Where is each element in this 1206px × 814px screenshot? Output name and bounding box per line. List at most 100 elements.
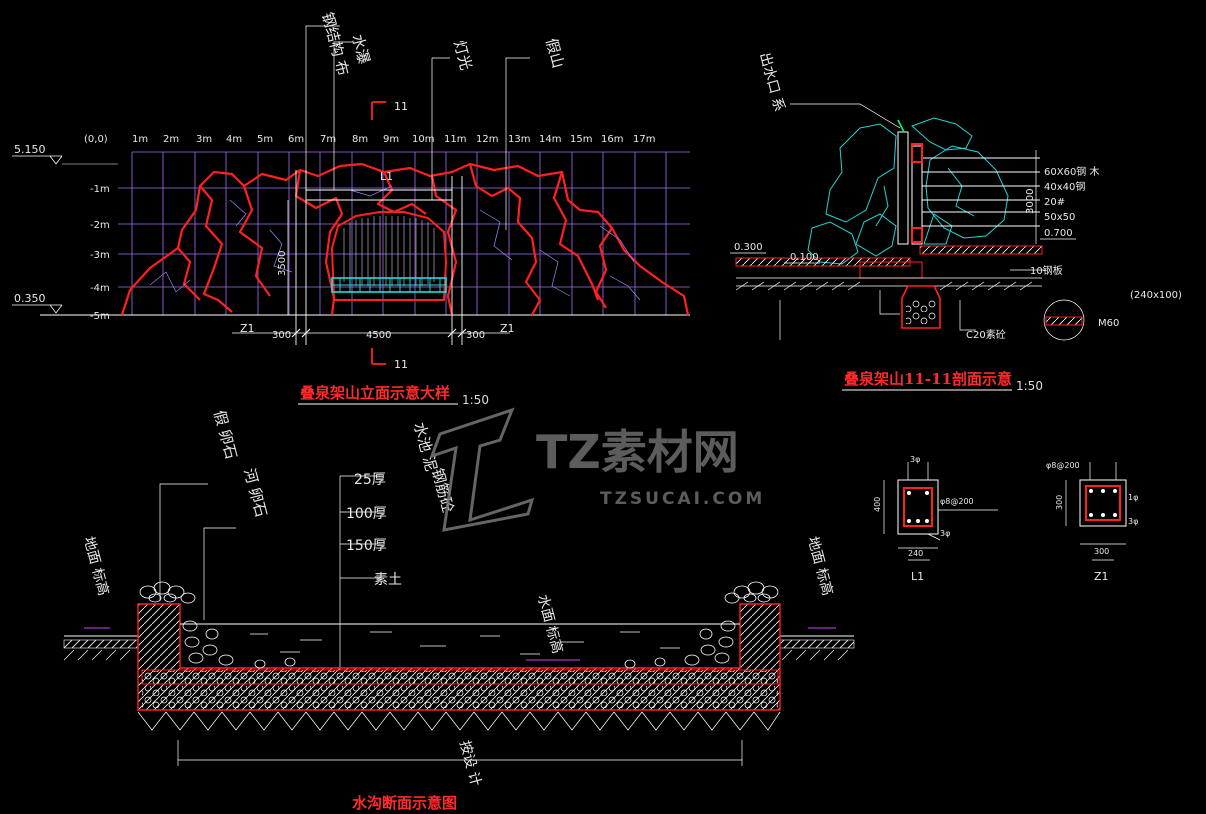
height-dim-label: 3500 — [277, 251, 288, 276]
column-height: 300 — [1055, 495, 1064, 510]
section-level-right: 0.700 — [1044, 228, 1073, 239]
x-tick: 12m — [476, 134, 498, 145]
section-mark-bottom-label: 11 — [394, 358, 408, 371]
ditch-right-level-label: 地面 标高 — [804, 535, 836, 598]
waterfall-opening — [330, 211, 448, 301]
member-label: 60X60钢 木 — [1044, 165, 1099, 178]
ditch-left-level-label: 地面 标高 — [80, 535, 112, 598]
column-lines — [295, 170, 463, 345]
member-label: 40x40钢 — [1044, 180, 1085, 193]
layer-label: 素土 — [374, 572, 402, 588]
layer-label: 100厚 — [346, 506, 387, 522]
section-outlet-callout: 出水口 系 — [756, 51, 787, 114]
column-width: 300 — [1094, 547, 1109, 556]
column-right-label: Z1 — [500, 322, 515, 335]
x-tick-labels: (0,0) 1m 2m 3m 4m 5m 6m 7m 8m 9m 10m 11m… — [84, 134, 655, 145]
x-tick: 9m — [383, 134, 399, 145]
x-tick: 11m — [444, 134, 466, 145]
x-tick: 15m — [570, 134, 592, 145]
member-label: 50x50 — [1044, 212, 1075, 223]
column-stirrup: φ8@200 — [1046, 461, 1080, 470]
x-tick: 7m — [320, 134, 336, 145]
section-post — [897, 131, 1040, 245]
ditch-callout-fake-pebble: 假 卵石 — [210, 408, 240, 461]
elevation-height-dim: 3500 — [277, 200, 289, 315]
x-tick: 14m — [539, 134, 561, 145]
ditch-title: 水沟断面示意图 — [352, 794, 457, 812]
section-label-concrete: C20素砼 — [966, 328, 1006, 341]
beam-detail-label: L1 — [911, 570, 924, 583]
ditch-water — [180, 623, 740, 661]
beam-width: 240 — [908, 549, 923, 558]
y-tick: -2m — [90, 220, 110, 231]
section-scale: 1:50 — [1016, 379, 1043, 393]
y-tick: -3m — [90, 250, 110, 261]
y-tick-labels: -1m -2m -3m -4m -5m — [90, 184, 110, 322]
x-tick: 16m — [601, 134, 623, 145]
level-bottom-label: 0.350 — [14, 292, 46, 305]
section-title: 叠泉架山11-11剖面示意 — [844, 370, 1012, 388]
section-rocks — [807, 117, 1009, 265]
y-tick: -4m — [90, 283, 110, 294]
level-top-label: 5.150 — [14, 143, 46, 156]
level-mark-top: 5.150 — [12, 143, 118, 165]
section-mark-top: 11 — [371, 100, 408, 120]
beam-detail: 3φ 400 240 φ8@200 3φ L1 — [873, 455, 998, 583]
section-height-dim: 3000 — [1025, 189, 1036, 214]
callout-light: 灯光 — [450, 38, 475, 72]
rockery-outline — [120, 162, 690, 316]
x-tick: 13m — [508, 134, 530, 145]
ditch-ground-left: 地面 标高 — [63, 535, 139, 661]
section-label-plate: 10钢板 — [1030, 264, 1063, 277]
watermark-name: TZ素材网 — [536, 425, 739, 479]
dim-right: 300 — [466, 330, 485, 341]
x-tick: 6m — [288, 134, 304, 145]
ditch-width-label: 按设 计 — [456, 739, 483, 788]
section-label-size: (240x100) — [1130, 290, 1182, 301]
section-view: 出水口 系 3 — [730, 51, 1182, 393]
callout-steel-cloth: 钢结构 布 — [318, 10, 352, 77]
column-rebar-side: 1φ — [1128, 493, 1138, 502]
x-tick: 17m — [633, 134, 655, 145]
dim-middle: 4500 — [366, 330, 391, 341]
section-bottom-labels — [779, 269, 1085, 341]
elevation-width-dims: Z1 300 4500 300 Z1 — [232, 322, 515, 341]
rockery-texture — [149, 185, 641, 301]
section-ground — [735, 245, 1043, 329]
pebbles — [139, 581, 779, 669]
x-tick: 5m — [257, 134, 273, 145]
x-tick: 4m — [226, 134, 242, 145]
ditch-ground-right: 地面 标高 — [779, 535, 855, 661]
x-tick: 1m — [132, 134, 148, 145]
ditch-walls — [137, 603, 781, 731]
member-label: 20# — [1044, 197, 1065, 208]
x-tick: 3m — [196, 134, 212, 145]
ditch-layer-labels: 25厚 100厚 150厚 素土 — [346, 472, 402, 588]
beam-height: 400 — [873, 497, 882, 512]
column-left-label: Z1 — [240, 322, 255, 335]
elevation-callouts — [305, 25, 530, 230]
origin-label: (0,0) — [84, 134, 108, 145]
beam-stirrup: φ8@200 — [940, 497, 974, 506]
elevation-view: (0,0) 1m 2m 3m 4m 5m 6m 7m 8m 9m 10m 11m… — [12, 10, 690, 407]
beam-rebar-top: 3φ — [910, 455, 920, 464]
callout-waterfall: 水瀑 — [348, 32, 373, 66]
column-detail: φ8@200 300 300 1φ 3φ Z1 — [1046, 461, 1138, 583]
section-member-labels: 60X60钢 木 40x40钢 20# 50x50 — [1044, 165, 1099, 223]
column-detail-label: Z1 — [1094, 570, 1109, 583]
x-tick: 2m — [163, 134, 179, 145]
section-label-m60: M60 — [1098, 318, 1119, 329]
callout-rockery: 假山 — [542, 36, 567, 70]
level-mark-bottom: 0.350 — [12, 292, 63, 314]
column-rebar-bottom: 3φ — [1128, 517, 1138, 526]
layer-label: 150厚 — [346, 538, 387, 554]
elevation-scale: 1:50 — [462, 393, 489, 407]
ditch-callout-river-pebble: 河 卵石 — [240, 466, 270, 519]
section-level-left: 0.300 — [734, 242, 763, 253]
section-mark-bottom: 11 — [371, 348, 408, 371]
footing — [901, 285, 941, 329]
beam-rebar-bottom: 3φ — [940, 529, 950, 538]
watermark: TZ素材网 TZSUCAI.COM — [429, 407, 762, 532]
x-tick: 10m — [412, 134, 434, 145]
